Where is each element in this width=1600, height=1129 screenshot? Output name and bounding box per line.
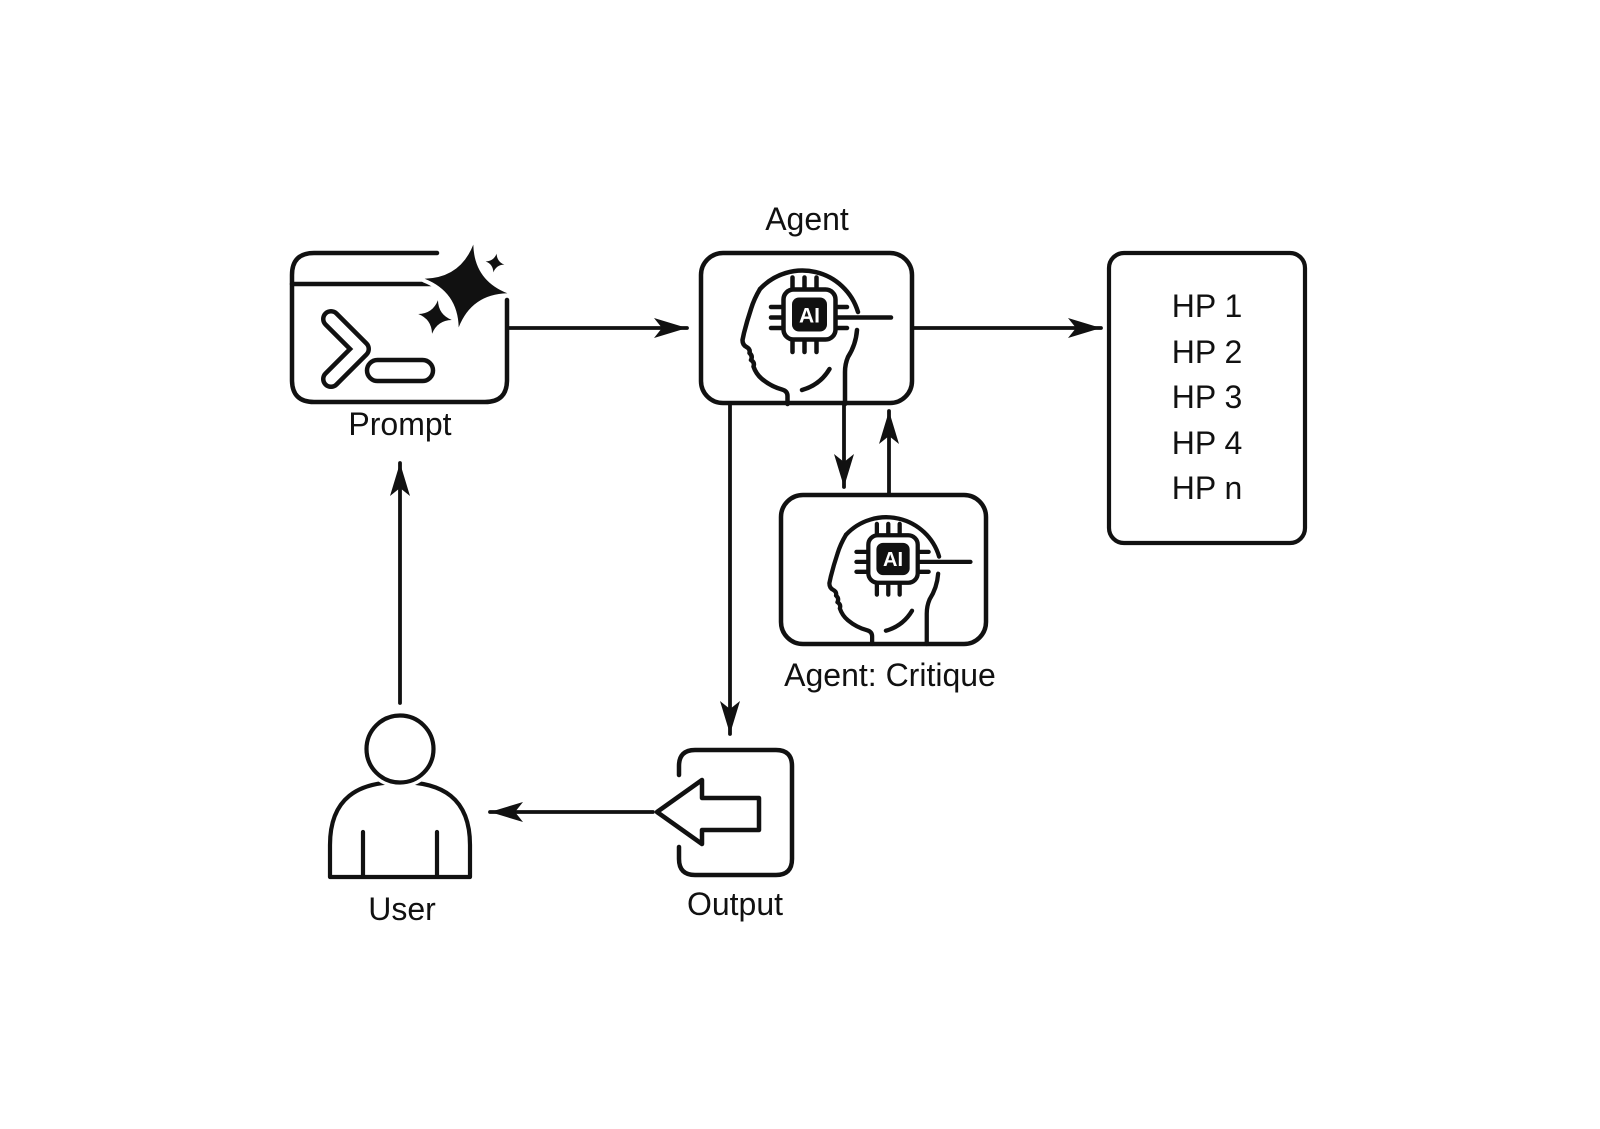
agent-label: Agent [765, 201, 849, 237]
person-arm-lines [360, 829, 440, 878]
terminal-sparkle-icon [321, 240, 512, 389]
sparkle-small-icon [483, 251, 507, 275]
prompt-label: Prompt [348, 406, 452, 442]
edges [390, 318, 1103, 822]
ai-chip-head-icon [743, 271, 892, 404]
user-label: User [368, 891, 436, 927]
prompt-node-box [289, 250, 510, 405]
person-head [364, 713, 436, 785]
critique-chip-label: AI [883, 549, 903, 571]
hp-list-item: HP 1 [1171, 288, 1243, 325]
hp-list-item: HP 3 [1171, 379, 1243, 416]
ai-chip-head-icon [829, 517, 970, 644]
hp-list-item: HP 4 [1171, 424, 1243, 461]
output-label: Output [686, 886, 784, 922]
critique-label: Agent: Critique [784, 657, 996, 693]
hp-list-item: HP n [1171, 470, 1243, 507]
export-arrow-icon [654, 777, 762, 847]
critique-node-box [778, 492, 989, 647]
hp-list-item: HP 2 [1171, 333, 1243, 370]
terminal-underscore-icon [364, 357, 436, 384]
person-icon [327, 710, 473, 880]
sparkle-medium-icon [415, 297, 455, 337]
agent-chip-label: AI [799, 305, 820, 328]
person-torso [327, 779, 473, 880]
output-node-box [676, 747, 795, 878]
sparkle-large-icon [420, 240, 512, 332]
terminal-chevron-icon [321, 309, 371, 389]
hp-list-box [1106, 250, 1308, 546]
hp-list: HP 1 HP 2 HP 3 HP 4 HP n [1109, 253, 1305, 543]
